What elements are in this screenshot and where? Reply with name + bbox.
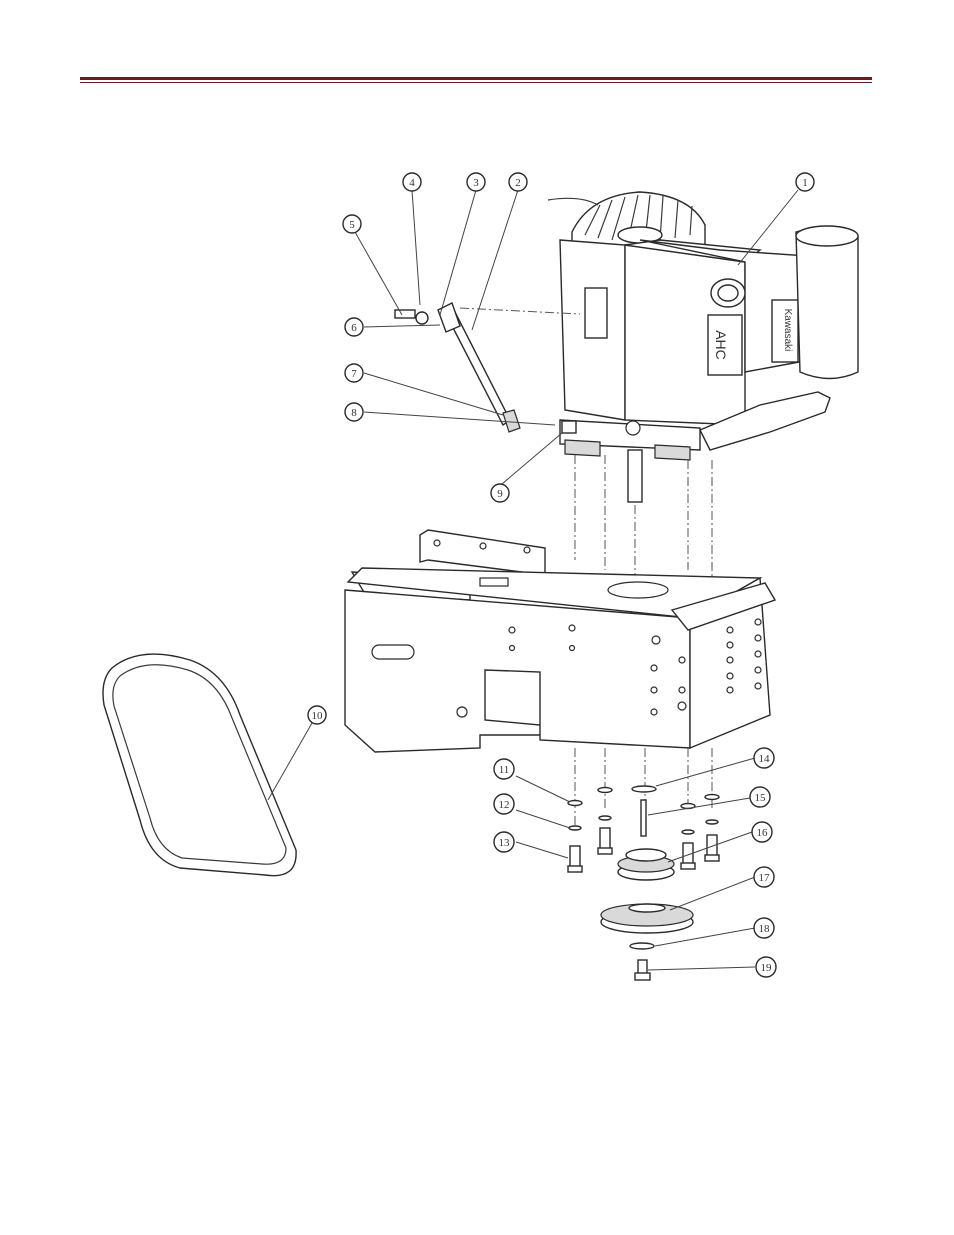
callout-10: 10 [308,706,326,724]
svg-text:13: 13 [499,837,511,849]
callout-18: 18 [754,918,774,938]
callout-8: 8 [345,403,363,421]
svg-text:6: 6 [351,322,357,334]
svg-text:3: 3 [473,177,479,189]
callout-7: 7 [345,364,363,382]
svg-text:17: 17 [759,872,771,884]
mounting-hardware [568,786,719,980]
callout-4: 4 [403,173,421,191]
callout-2: 2 [509,173,527,191]
svg-text:7: 7 [351,368,357,380]
callout-11: 11 [494,759,514,779]
engine-mount-frame [345,530,775,752]
callout-5: 5 [343,215,361,233]
drive-belt [103,654,296,876]
svg-text:11: 11 [499,764,510,776]
svg-text:18: 18 [759,923,771,935]
engine-assembly: AHC Kawasaki [548,192,858,502]
svg-text:19: 19 [761,962,773,974]
svg-text:8: 8 [351,407,357,419]
callout-9: 9 [491,484,509,502]
svg-text:2: 2 [515,177,521,189]
svg-text:4: 4 [409,177,415,189]
svg-text:1: 1 [802,177,808,189]
svg-text:10: 10 [312,710,324,722]
callout-1: 1 [796,173,814,191]
callout-14: 14 [754,748,774,768]
svg-text:5: 5 [349,219,355,231]
svg-text:15: 15 [755,792,767,804]
callout-15: 15 [750,787,770,807]
callout-17: 17 [754,867,774,887]
svg-text:14: 14 [759,753,771,765]
callout-16: 16 [752,822,772,842]
svg-text:12: 12 [499,799,510,811]
callout-6: 6 [345,318,363,336]
callout-19: 19 [756,957,776,977]
engine-brand-text: Kawasaki [782,309,793,352]
callout-3: 3 [467,173,485,191]
svg-text:9: 9 [497,488,503,500]
callout-13: 13 [494,832,514,852]
engine-side-text: AHC [713,330,729,360]
throttle-linkage [395,303,580,433]
svg-text:16: 16 [757,827,769,839]
callout-12: 12 [494,794,514,814]
